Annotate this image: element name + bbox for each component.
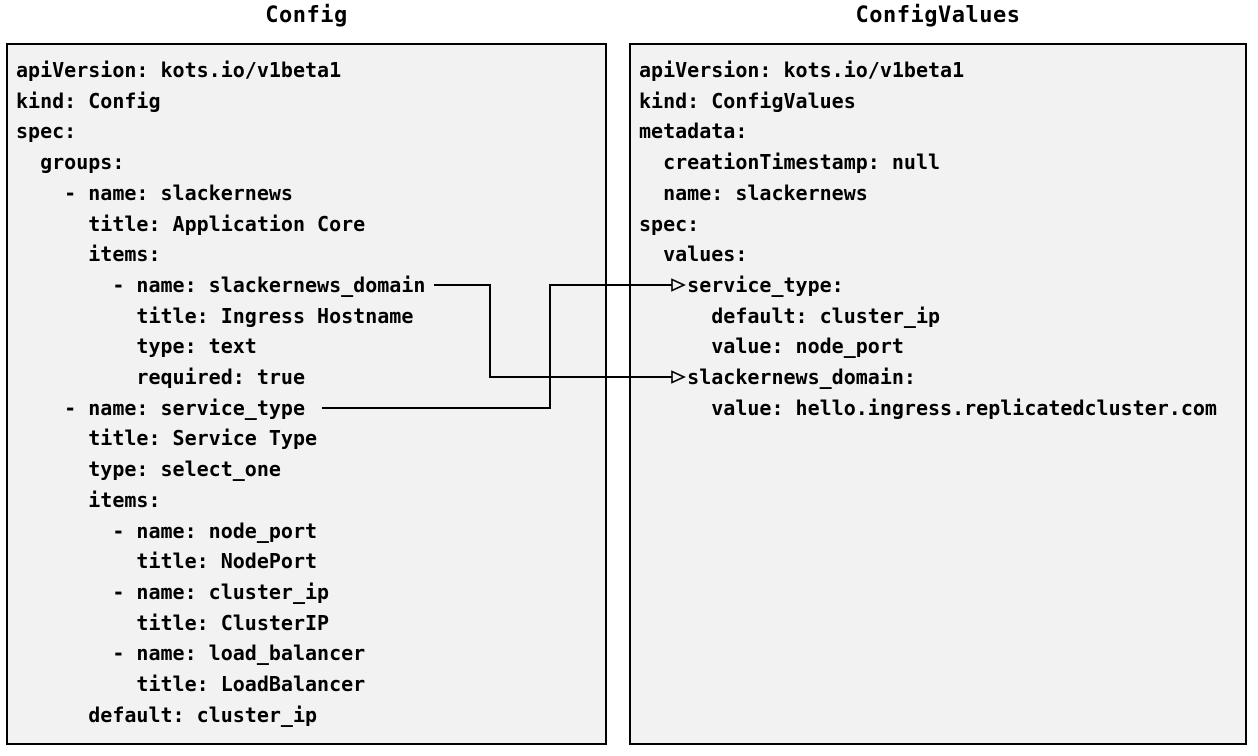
configvalues-yaml-code: apiVersion: kots.io/v1beta1 kind: Config… [639,58,1217,420]
config-yaml-code: apiVersion: kots.io/v1beta1 kind: Config… [16,58,426,727]
config-yaml-panel: apiVersion: kots.io/v1beta1 kind: Config… [6,43,607,745]
configvalues-panel-title: ConfigValues [855,3,1021,28]
configvalues-yaml-panel: apiVersion: kots.io/v1beta1 kind: Config… [629,43,1247,745]
config-panel-title: Config [265,3,348,28]
